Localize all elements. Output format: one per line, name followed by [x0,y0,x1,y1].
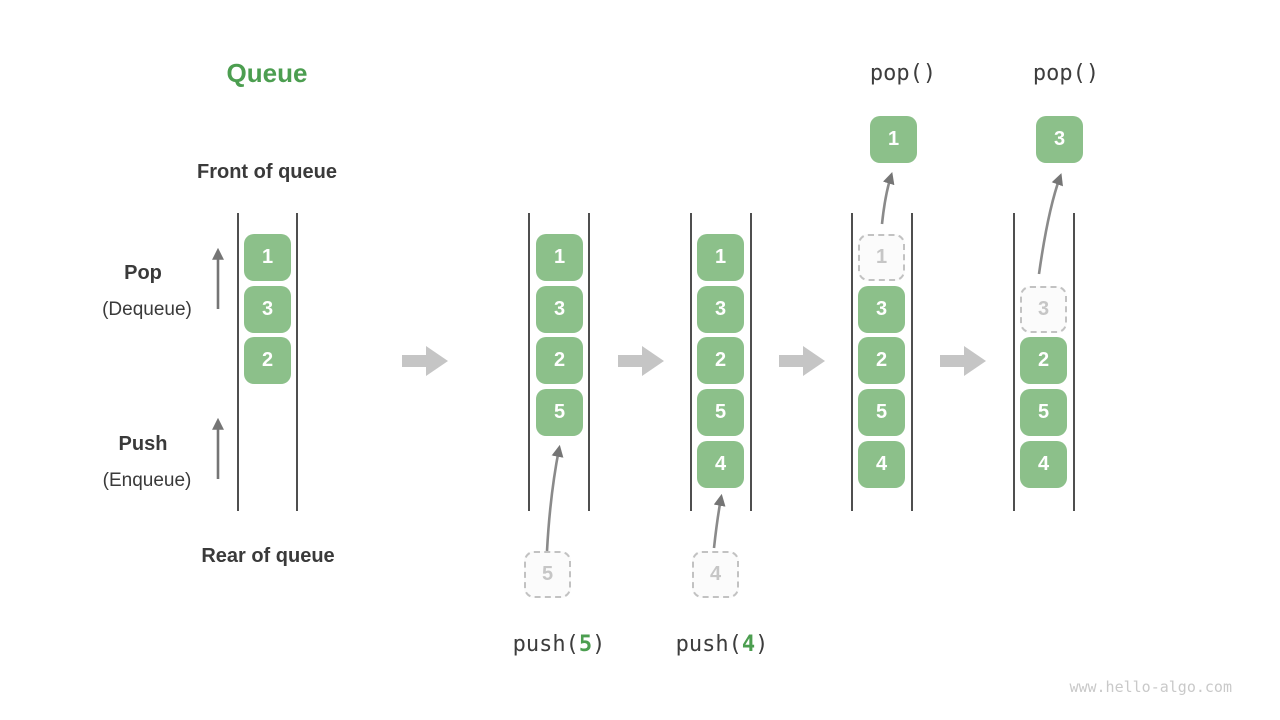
push-close-paren: ) [592,632,606,657]
q2-cell-5: 5 [536,389,583,436]
push-fn-text: push( [675,632,742,657]
state-transition-arrow-icon [779,346,825,376]
enqueue-label: (Enqueue) [102,470,192,491]
q3-cell-2: 2 [697,337,744,384]
state-transition-arrow-icon [940,346,986,376]
q3-cell-3: 3 [697,286,744,333]
queue-4-wall-right [911,213,913,511]
queue-3-wall-right [750,213,752,511]
q2-cell-3: 3 [536,286,583,333]
queue-1-wall-right [296,213,298,511]
diagram-title: Queue [226,58,308,88]
push-close-paren: ) [755,632,769,657]
rear-of-queue-label: Rear of queue [201,545,335,567]
q3-cell-4: 4 [697,441,744,488]
q3-cell-5: 5 [697,389,744,436]
push-label: Push [118,433,168,455]
q4-ghost-cell-1: 1 [858,234,905,281]
queue-4-wall-left [851,213,853,511]
queue-2-wall-left [528,213,530,511]
push-call-label-4: push(4) [632,632,812,657]
push-5-arrow-icon [545,444,564,552]
q2-cell-1: 1 [536,234,583,281]
pop-call-label-2: pop() [1032,61,1100,86]
pending-cell-5: 5 [524,551,571,598]
q5-cell-5: 5 [1020,389,1067,436]
popped-cell-3: 3 [1036,116,1083,163]
push-call-label-5: push(5) [469,632,649,657]
push-arg-5: 5 [578,632,593,657]
q4-cell-5: 5 [858,389,905,436]
queue-2-wall-right [588,213,590,511]
q4-cell-4: 4 [858,441,905,488]
queue-5-wall-right [1073,213,1075,511]
q2-cell-2: 2 [536,337,583,384]
dequeue-label: (Dequeue) [102,299,192,320]
queue-3-wall-left [690,213,692,511]
queue-1-wall-left [237,213,239,511]
pop-1-arrow-icon [880,172,895,225]
push-arg-4: 4 [741,632,756,657]
q3-cell-1: 1 [697,234,744,281]
front-of-queue-label: Front of queue [197,161,337,183]
q1-cell-2: 2 [244,337,291,384]
pop-label: Pop [124,262,162,284]
q5-cell-4: 4 [1020,441,1067,488]
popped-cell-1: 1 [870,116,917,163]
pop-3-arrow-icon [1037,173,1063,275]
push-fn-text: push( [512,632,579,657]
q5-ghost-cell-3: 3 [1020,286,1067,333]
q4-cell-2: 2 [858,337,905,384]
queue-5-wall-left [1013,213,1015,511]
state-transition-arrow-icon [402,346,448,376]
q5-cell-2: 2 [1020,337,1067,384]
q4-cell-3: 3 [858,286,905,333]
watermark: www.hello-algo.com [1069,678,1232,696]
q1-cell-1: 1 [244,234,291,281]
pop-call-label-1: pop() [869,61,937,86]
pending-cell-4: 4 [692,551,739,598]
q1-cell-3: 3 [244,286,291,333]
state-transition-arrow-icon [618,346,664,376]
push-4-arrow-icon [712,493,726,549]
